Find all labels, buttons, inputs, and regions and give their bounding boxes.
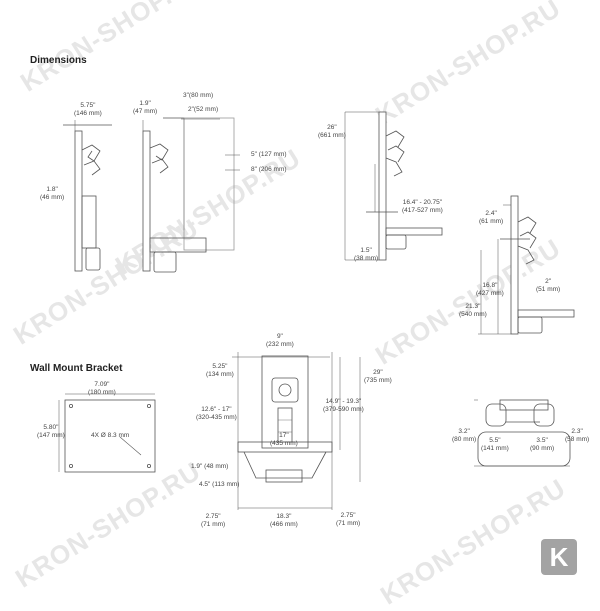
dimension-label: 3"(80 mm) xyxy=(183,92,214,99)
dimension-label: 8" (206 mm) xyxy=(251,166,287,173)
dimension-label: 16.8"(427 mm) xyxy=(476,282,504,297)
bracket-plate xyxy=(58,393,156,473)
dimension-label: 5.80"(147 mm) xyxy=(37,424,65,439)
dimension-label: 5.5"(141 mm) xyxy=(481,437,509,452)
dimension-label: 14.9" - 19.3"(379-590 mm) xyxy=(323,398,364,413)
dimension-label: 16.4" - 20.75"(417-527 mm) xyxy=(402,199,443,214)
dimension-label: 18.3"(466 mm) xyxy=(270,513,298,528)
dimension-label: 12.6" - 17"(320-435 mm) xyxy=(196,406,237,421)
dimension-label: 5" (127 mm) xyxy=(251,151,287,158)
dimension-label: 5.75"(146 mm) xyxy=(74,102,102,117)
dimension-label: 2"(51 mm) xyxy=(536,278,561,293)
dimension-label: 2.4"(61 mm) xyxy=(479,210,504,225)
tall-view-1 xyxy=(344,111,443,261)
front-view xyxy=(232,352,361,510)
dimension-label: 5.25"(134 mm) xyxy=(206,363,234,378)
dimension-label: 2.75"(71 mm) xyxy=(336,512,361,527)
dimension-label: 4.5" (113 mm) xyxy=(199,481,240,488)
dimension-label: 1.8"(46 mm) xyxy=(40,186,65,201)
dimension-label: 3.5"(90 mm) xyxy=(530,437,555,452)
dimension-label: 7.09"(180 mm) xyxy=(88,381,116,396)
logo-letter: K xyxy=(549,541,569,572)
tall-view-2 xyxy=(478,195,575,335)
dimension-label: 21.3"(540 mm) xyxy=(459,303,487,318)
dimension-label: 29"(735 mm) xyxy=(364,369,392,384)
dimensions-heading: Dimensions xyxy=(30,55,87,66)
dimension-label: 2.3"(58 mm) xyxy=(565,428,590,443)
top-view xyxy=(474,399,571,467)
dimension-label: 1.9" (48 mm) xyxy=(191,463,229,470)
dimension-label: 1.5"(38 mm) xyxy=(354,247,379,262)
dimension-label: 2"(52 mm) xyxy=(188,106,219,113)
dimension-label: 26"(661 mm) xyxy=(318,124,346,139)
side-view-2 xyxy=(142,117,240,273)
dimension-label: 9"(232 mm) xyxy=(266,333,294,348)
dimension-label: 3.2"(80 mm) xyxy=(452,428,477,443)
brand-logo: K xyxy=(541,539,577,575)
dimension-label: 4X Ø 8.3 mm xyxy=(91,432,130,439)
wall-mount-bracket-heading: Wall Mount Bracket xyxy=(30,363,123,374)
dimension-label: 17"(435 mm) xyxy=(270,432,298,447)
dimension-label: 1.9"(47 mm) xyxy=(133,100,158,115)
side-view-1 xyxy=(63,120,112,272)
dimension-label: 2.75"(71 mm) xyxy=(201,513,226,528)
